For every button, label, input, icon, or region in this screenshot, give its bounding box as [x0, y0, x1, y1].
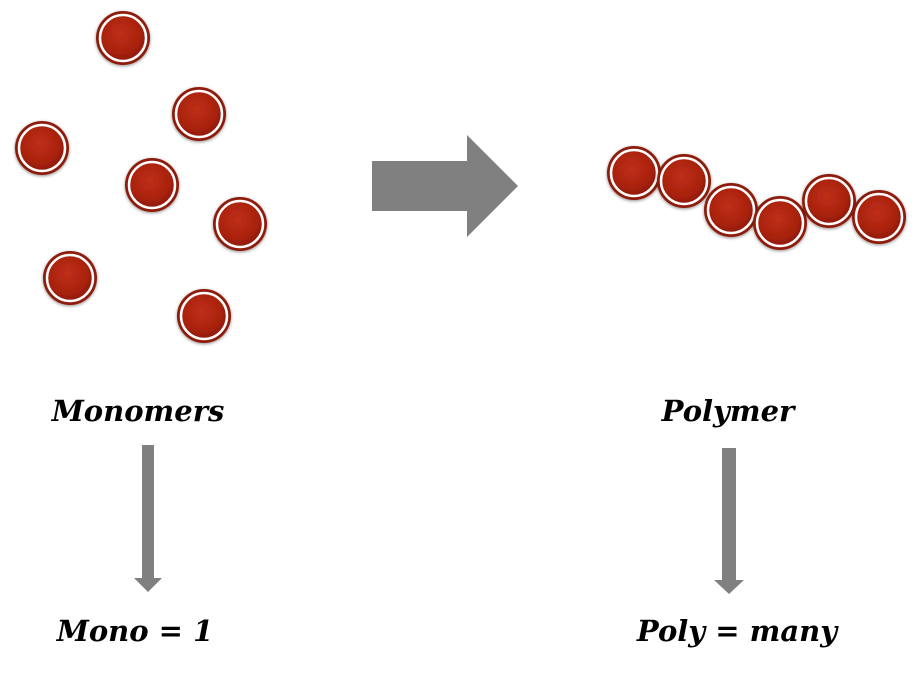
polymer-bead: [802, 174, 856, 228]
monomer-bead: [15, 121, 69, 175]
polymer-label: Polymer: [661, 394, 795, 428]
monomer-bead: [177, 289, 231, 343]
polymer-bead: [852, 190, 906, 244]
monomers-down-arrow: [134, 445, 162, 592]
polymer-down-arrow: [714, 448, 744, 594]
mono-definition: Mono = 1: [56, 614, 214, 648]
monomer-bead: [172, 87, 226, 141]
monomer-bead: [96, 11, 150, 65]
polymer-bead: [607, 146, 661, 200]
monomers-label: Monomers: [51, 394, 225, 428]
monomer-beads: [15, 11, 267, 343]
big-right-arrow: [372, 135, 518, 237]
monomer-bead: [213, 197, 267, 251]
polymer-bead: [657, 154, 711, 208]
polymer-bead: [753, 196, 807, 250]
polymer-bead: [704, 183, 758, 237]
poly-definition: Poly = many: [636, 614, 838, 648]
polymer-chain: [607, 146, 906, 250]
monomer-bead: [125, 158, 179, 212]
monomer-bead: [43, 251, 97, 305]
